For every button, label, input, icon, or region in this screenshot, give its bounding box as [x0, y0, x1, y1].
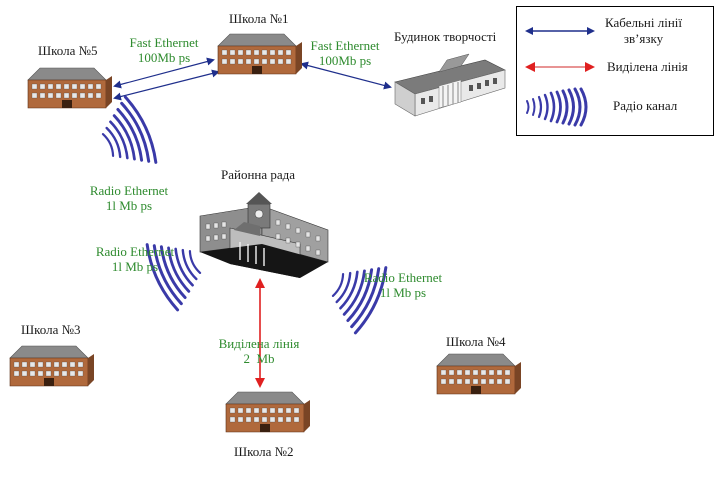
radio-left-line1: Radio Ethernet — [95, 244, 175, 259]
legend-cable-line2: звʼязку — [623, 31, 664, 46]
school5-building-icon — [27, 67, 113, 109]
school1-building-icon — [217, 33, 303, 75]
school4-building-icon — [436, 353, 522, 395]
fast-left-line1: Fast Ethernet — [129, 35, 199, 50]
legend: Кабельні лінії звʼязку Виділена лінія Ра… — [516, 6, 714, 136]
cable-link-school1-creativity-house — [300, 61, 392, 90]
dedicated-line-label: Виділена лінія 2 Mb — [207, 336, 311, 366]
council-label: Районна рада — [221, 167, 296, 182]
fast-right-line1: Fast Ethernet — [310, 38, 380, 53]
fast-right-line2: 100Mb ps — [318, 53, 372, 68]
fast-left-line2: 100Mb ps — [137, 50, 191, 65]
creativity-house-label: Будинок творчості — [394, 29, 497, 44]
radio-left-line2: 1l Mb ps — [111, 259, 159, 274]
school5-label: Школа №5 — [38, 43, 98, 58]
dedicated-line1: Виділена лінія — [218, 336, 300, 351]
legend-symbols — [525, 27, 595, 127]
fast-ethernet-left-label: Fast Ethernet 100Mb ps — [120, 35, 208, 65]
creativity-house-building-icon — [394, 53, 506, 117]
school3-building-icon — [9, 345, 95, 387]
school2-building-icon — [225, 391, 311, 433]
school4-label: Школа №4 — [446, 334, 506, 349]
legend-radio-symbol — [526, 87, 588, 127]
radio-ethernet-right-label: Radio Ethernet 1l Mb ps — [356, 270, 450, 300]
cable-link-school5-school1-b — [113, 69, 220, 101]
radio-ethernet-upper-label: Radio Ethernet 1l Mb ps — [82, 183, 176, 213]
radio-right-line2: 1l Mb ps — [379, 285, 427, 300]
fast-ethernet-right-label: Fast Ethernet 100Mb ps — [301, 38, 389, 68]
legend-cable-label: Кабельні лінії звʼязку — [605, 15, 682, 47]
radio-upper-line1: Radio Ethernet — [89, 183, 169, 198]
radio-right-line1: Radio Ethernet — [363, 270, 443, 285]
school3-label: Школа №3 — [21, 322, 81, 337]
legend-dedicated-label: Виділена лінія — [607, 59, 688, 74]
legend-cable-line1: Кабельні лінії — [605, 15, 682, 30]
legend-radio-label: Радіо канал — [613, 98, 678, 113]
radio-ethernet-left-label: Radio Ethernet 1l Mb ps — [88, 244, 182, 274]
dedicated-line2: 2 Mb — [243, 351, 275, 366]
school2-label: Школа №2 — [234, 444, 294, 459]
radio-upper-line2: 1l Mb ps — [105, 198, 153, 213]
council-building-icon — [199, 192, 329, 278]
school1-label: Школа №1 — [229, 11, 289, 26]
